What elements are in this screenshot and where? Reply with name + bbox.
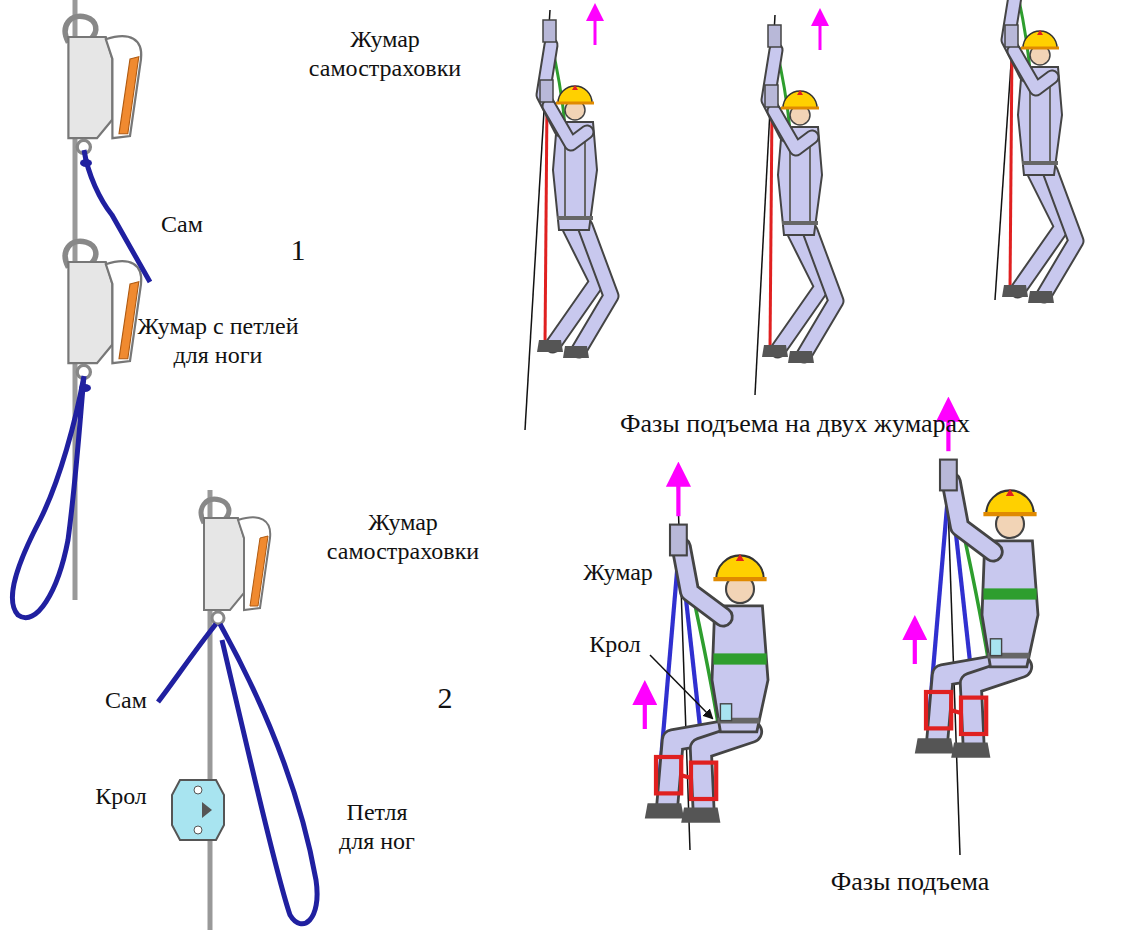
part-label: Жумар [578,558,658,587]
part-label: Крол [86,782,156,811]
part-label: Сам [152,210,212,239]
part-label: Сам [96,686,156,715]
part-label: Крол [580,630,650,659]
phase-caption: Фазы подъема на двух жумарах [560,408,1030,439]
part-label: Петля для ног [332,798,422,856]
part-label: Жумар самостраховки [318,508,488,566]
callout-number: 1 [283,232,313,268]
part-label: Жумар с петлей для ноги [118,312,318,370]
phase-caption: Фазы подъема [800,866,1020,897]
callout-number: 2 [430,680,460,716]
part-label: Жумар самостраховки [300,25,470,83]
